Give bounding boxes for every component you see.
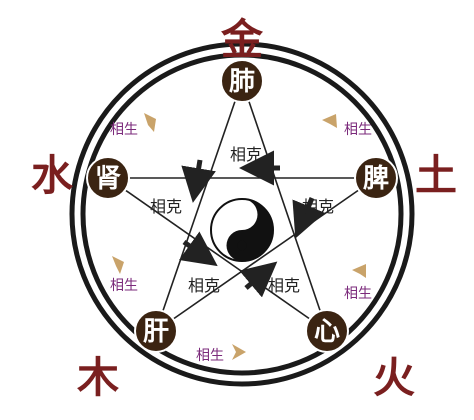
sheng-chevron-lower-right bbox=[352, 264, 366, 278]
sheng-chevron-bottom bbox=[232, 344, 246, 360]
organ-kidney-label: 肾 bbox=[95, 164, 121, 194]
organ-heart-label: 心 bbox=[314, 317, 340, 347]
inner-ring bbox=[80, 52, 404, 376]
organ-lung-node: 肺 bbox=[220, 59, 264, 103]
ke-arrow-lower-right bbox=[239, 261, 278, 298]
ke-line-lung-heart bbox=[241, 80, 328, 332]
sheng-chevron-upper-left bbox=[144, 113, 156, 132]
sheng-chevron-lower-left bbox=[112, 256, 124, 274]
element-fire-label: 火 bbox=[373, 353, 415, 402]
organ-liver-node: 肝 bbox=[134, 309, 178, 353]
ke-label-lower-right: 相克 bbox=[268, 276, 300, 295]
organ-kidney-node: 肾 bbox=[86, 156, 130, 200]
organ-lung-label: 肺 bbox=[229, 67, 255, 97]
sheng-label-upper-right: 相生 bbox=[344, 122, 372, 138]
ke-label-lower-left: 相克 bbox=[188, 276, 220, 295]
ke-arrows bbox=[179, 150, 325, 298]
organ-heart-node: 心 bbox=[305, 309, 349, 353]
ke-label-top: 相克 bbox=[230, 145, 262, 164]
element-water-label: 水 bbox=[31, 151, 74, 200]
element-earth-label: 土 bbox=[415, 151, 457, 200]
sheng-label-lower-right: 相生 bbox=[344, 286, 372, 302]
ke-arrow-left bbox=[181, 159, 216, 203]
organ-spleen-label: 脾 bbox=[362, 164, 389, 194]
outer-ring bbox=[69, 41, 415, 387]
ke-arrow-lower-left bbox=[179, 231, 218, 267]
yin-yang-icon bbox=[210, 198, 274, 262]
sheng-arrows bbox=[112, 113, 366, 360]
element-wood-label: 木 bbox=[77, 353, 119, 402]
ke-arrow-right bbox=[292, 197, 325, 239]
sheng-chevron-upper-right bbox=[322, 114, 337, 128]
sheng-label-bottom: 相生 bbox=[196, 348, 224, 364]
element-metal-label: 金 bbox=[220, 15, 264, 64]
ke-line-kidney-heart bbox=[107, 177, 328, 332]
ke-line-lung-liver bbox=[155, 80, 243, 332]
sheng-label-upper-left: 相生 bbox=[110, 122, 138, 138]
ke-line-spleen-liver bbox=[155, 177, 377, 332]
sheng-label-lower-left: 相生 bbox=[110, 278, 138, 294]
organ-spleen-node: 脾 bbox=[354, 156, 398, 200]
organ-liver-label: 肝 bbox=[143, 317, 169, 347]
ke-label-left: 相克 bbox=[150, 197, 182, 216]
ke-label-right: 相克 bbox=[302, 197, 334, 216]
